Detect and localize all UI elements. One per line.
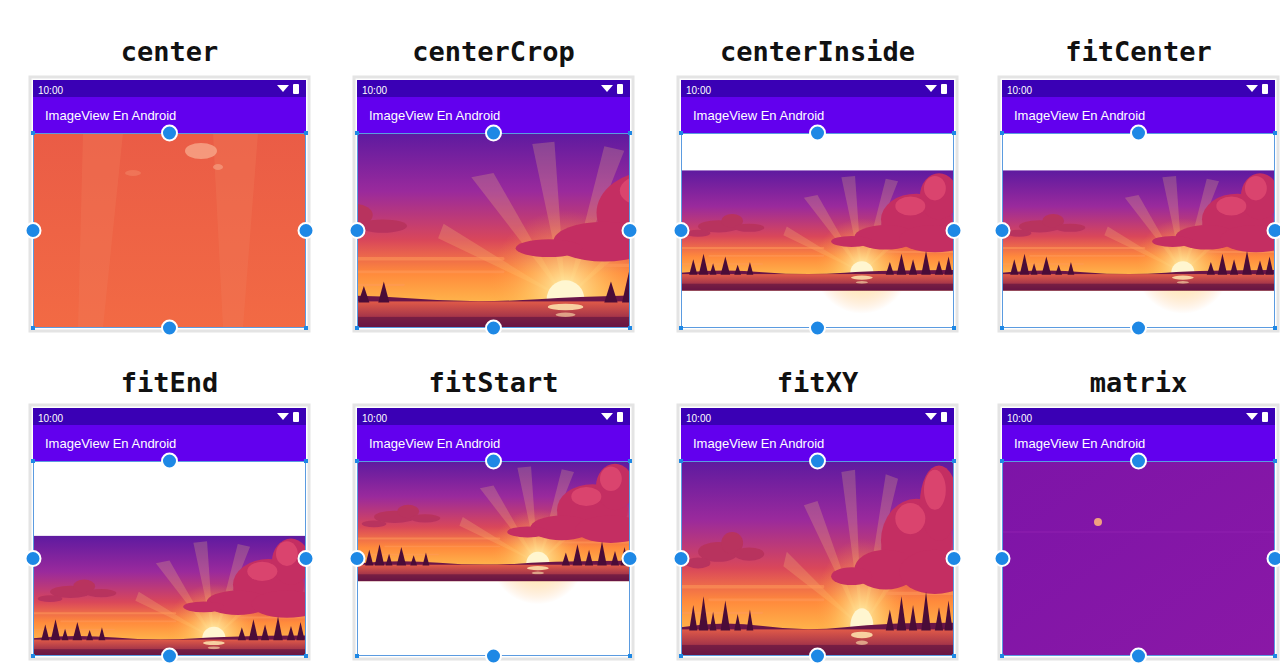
- fitxy-image: [681, 461, 970, 664]
- status-bar: 10:00: [357, 80, 630, 97]
- app-bar: ImageView En Android: [681, 97, 954, 133]
- app-bar: ImageView En Android: [1002, 425, 1275, 461]
- status-bar: 10:00: [1002, 80, 1275, 97]
- phone-screen: [272, 77, 742, 366]
- status-time: 10:00: [686, 413, 711, 424]
- panel-heading: fitCenter: [1002, 22, 1275, 80]
- scale-type-title: centerInside: [720, 36, 915, 67]
- centerinside-image: [681, 170, 970, 313]
- status-bar: 10:00: [357, 408, 630, 425]
- selection-handles: [995, 126, 1280, 336]
- status-bar: 10:00: [33, 408, 306, 425]
- app-title: ImageView En Android: [369, 108, 500, 123]
- status-time: 10:00: [1007, 85, 1032, 96]
- app-bar: ImageView En Android: [681, 425, 954, 461]
- selection-handles: [995, 454, 1280, 664]
- selection-handles: [26, 126, 314, 336]
- scale-type-title: fitXY: [777, 367, 858, 398]
- panel-heading: centerCrop: [357, 22, 630, 80]
- phone-screen: [674, 405, 971, 664]
- app-title: ImageView En Android: [45, 436, 176, 451]
- fitend-image: [33, 536, 322, 664]
- status-bar: 10:00: [1002, 408, 1275, 425]
- app-title: ImageView En Android: [369, 436, 500, 451]
- app-bar: ImageView En Android: [33, 97, 306, 133]
- screenshot-panel: matrix 10:00ImageView En Android: [1002, 356, 1275, 656]
- app-bar: ImageView En Android: [357, 425, 630, 461]
- scale-type-title: fitCenter: [1065, 36, 1211, 67]
- phone-chrome: [999, 405, 1278, 659]
- panel-heading: fitEnd: [33, 356, 306, 408]
- screenshot-panel: centerCrop 10:00ImageView En Android: [357, 22, 630, 328]
- panel-heading: fitXY: [681, 356, 954, 408]
- app-bar: ImageView En Android: [33, 425, 306, 461]
- selection-handles: [350, 126, 638, 336]
- selection-handles: [674, 126, 962, 336]
- app-title: ImageView En Android: [45, 108, 176, 123]
- panel-heading: center: [33, 22, 306, 80]
- app-bar: ImageView En Android: [1002, 97, 1275, 133]
- phone-chrome: [30, 77, 309, 331]
- phone-screen: [350, 405, 647, 664]
- screenshot-panel: fitCenter 10:00ImageView En Android: [1002, 22, 1275, 328]
- app-bar: ImageView En Android: [357, 97, 630, 133]
- fitcenter-image: [1002, 170, 1280, 313]
- center-image: [33, 133, 306, 328]
- scale-type-title: matrix: [1090, 367, 1188, 398]
- status-bar: 10:00: [33, 80, 306, 97]
- panel-heading: matrix: [1002, 356, 1275, 408]
- screenshot-panel: fitStart 10:00ImageView En Android: [357, 356, 630, 656]
- scale-type-title: fitEnd: [121, 367, 219, 398]
- phone-screen: [26, 405, 323, 664]
- panel-heading: centerInside: [681, 22, 954, 80]
- matrix-image: [1002, 461, 1275, 656]
- fitstart-image: [357, 461, 646, 604]
- screenshot-panel: fitEnd 10:00ImageView En Android: [33, 356, 306, 656]
- scale-type-title: centerCrop: [412, 36, 575, 67]
- phone-screen: [674, 77, 971, 336]
- phone-screen: [995, 405, 1280, 664]
- selection-handles: [674, 454, 962, 664]
- app-title: ImageView En Android: [1014, 436, 1145, 451]
- status-bar: 10:00: [681, 80, 954, 97]
- status-time: 10:00: [686, 85, 711, 96]
- scale-type-title: fitStart: [428, 367, 558, 398]
- app-title: ImageView En Android: [693, 108, 824, 123]
- screenshot-panel: center 10:00ImageView En Android: [33, 22, 306, 328]
- phone-screen: [995, 77, 1280, 336]
- app-title: ImageView En Android: [1014, 108, 1145, 123]
- scale-type-title: center: [121, 36, 219, 67]
- centercrop-image: [272, 133, 742, 366]
- status-bar: 10:00: [681, 408, 954, 425]
- app-title: ImageView En Android: [693, 436, 824, 451]
- status-time: 10:00: [362, 85, 387, 96]
- screenshot-panel: fitXY 10:00ImageView En Android: [681, 356, 954, 656]
- screenshot-panel: centerInside 10:00ImageView En Android: [681, 22, 954, 328]
- status-time: 10:00: [362, 413, 387, 424]
- selection-handles: [26, 454, 314, 664]
- phone-screen: [26, 77, 314, 336]
- status-time: 10:00: [38, 413, 63, 424]
- status-time: 10:00: [38, 85, 63, 96]
- panel-heading: fitStart: [357, 356, 630, 408]
- status-time: 10:00: [1007, 413, 1032, 424]
- selection-handles: [350, 454, 638, 664]
